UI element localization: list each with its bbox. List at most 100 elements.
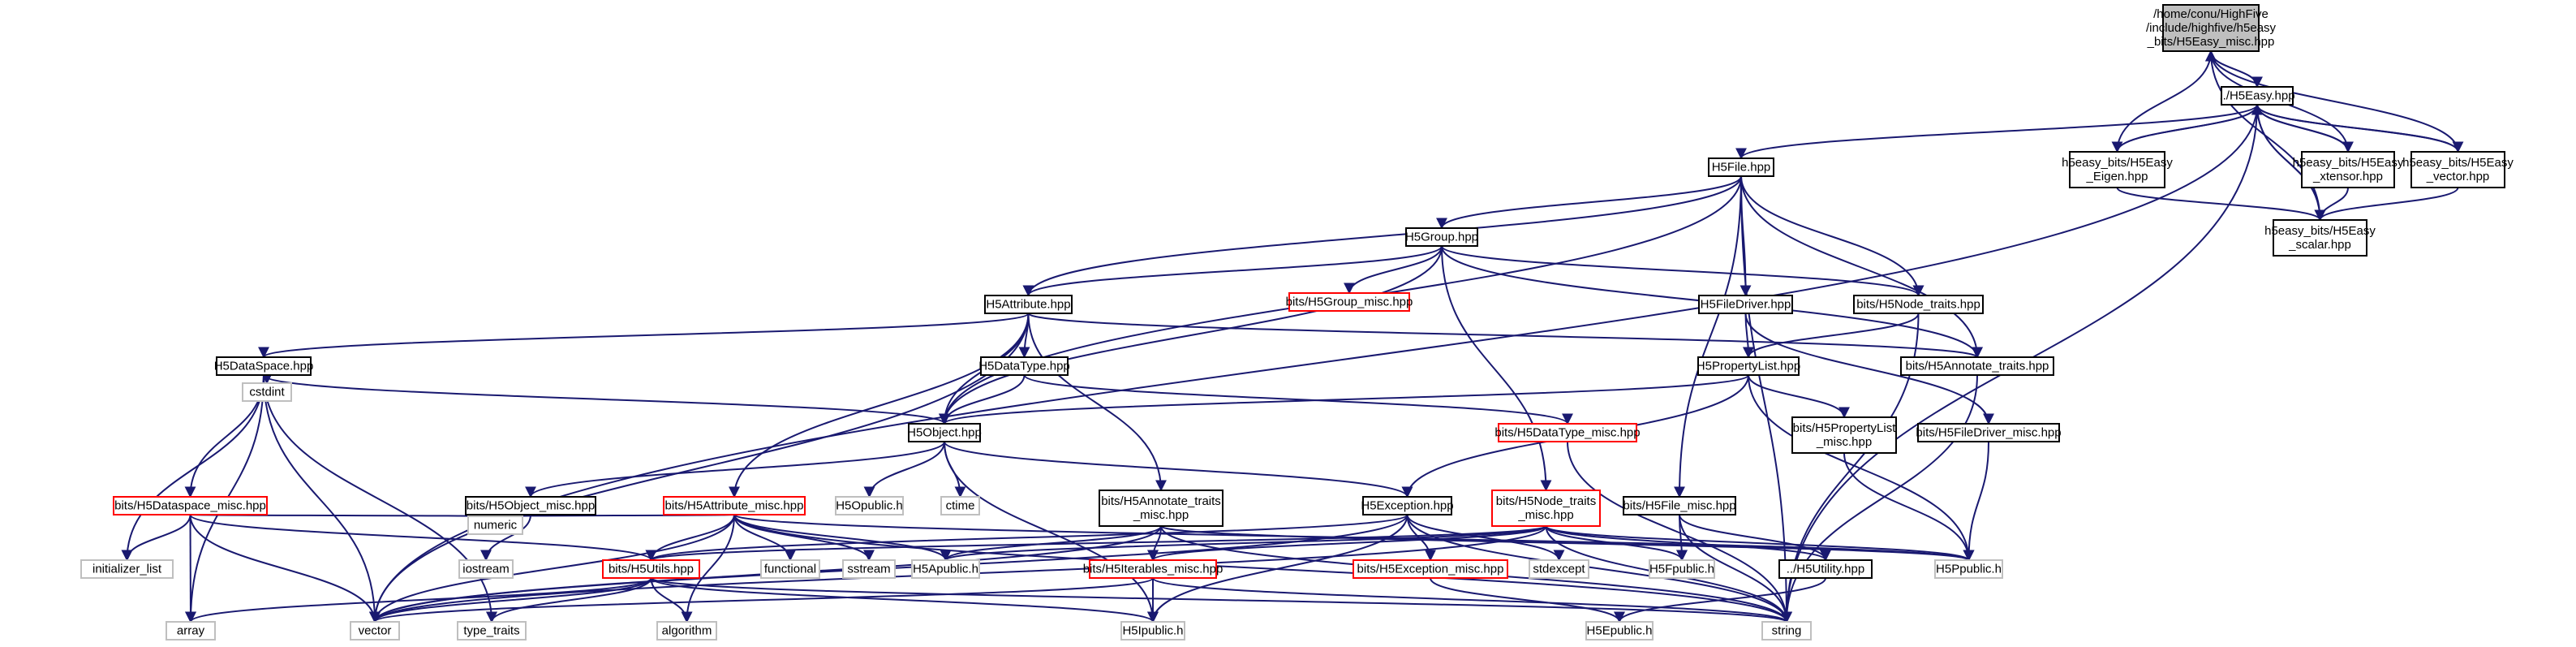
node-box bbox=[1498, 423, 1637, 442]
node-annotatetraits[interactable]: bits/H5Annotate_traits.hpp bbox=[1900, 356, 2054, 376]
node-box bbox=[242, 382, 292, 402]
node-label: bits/H5File_misc.hpp bbox=[1623, 499, 1735, 513]
node-ctime[interactable]: ctime bbox=[940, 496, 980, 515]
node-h5epublic[interactable]: H5Epublic.h bbox=[1585, 621, 1654, 641]
node-proplist[interactable]: H5PropertyList.hpp bbox=[1697, 356, 1800, 376]
node-xtensor[interactable]: h5easy_bits/H5Easy_xtensor.hpp bbox=[2293, 151, 2404, 188]
node-h5opublic[interactable]: H5Opublic.h bbox=[835, 496, 904, 515]
edge-proplist-to-h5object bbox=[939, 374, 1749, 425]
edge-datatypemisc-to-string bbox=[1567, 441, 1792, 623]
node-label: sstream bbox=[847, 563, 890, 576]
node-box bbox=[1853, 295, 1984, 314]
node-box bbox=[113, 496, 268, 515]
node-box bbox=[1623, 496, 1736, 515]
node-label: functional bbox=[764, 563, 816, 576]
node-box bbox=[984, 295, 1073, 314]
node-cstdint[interactable]: cstdint bbox=[242, 382, 292, 402]
node-label: algorithm bbox=[662, 624, 712, 638]
node-nodetraits[interactable]: bits/H5Node_traits.hpp bbox=[1853, 295, 1984, 314]
node-box bbox=[1934, 559, 2003, 579]
node-vector[interactable]: vector bbox=[350, 621, 400, 641]
node-filedrivermisc[interactable]: bits/H5FileDriver_misc.hpp bbox=[1916, 423, 2062, 442]
node-array[interactable]: array bbox=[166, 621, 216, 641]
node-box bbox=[216, 356, 312, 376]
node-h5easy[interactable]: ../H5Easy.hpp bbox=[2219, 86, 2295, 106]
node-exceptionmisc[interactable]: bits/H5Exception_misc.hpp bbox=[1353, 559, 1508, 579]
edge-h5file-to-nodetraits bbox=[1740, 175, 1924, 297]
edge-dataspacemisc-to-initlist bbox=[121, 514, 191, 562]
node-h5fpublic[interactable]: H5Fpublic.h bbox=[1649, 559, 1715, 579]
node-h5ppublic[interactable]: H5Ppublic.h bbox=[1934, 559, 2003, 579]
node-label: bits/H5Object_misc.hpp bbox=[467, 499, 595, 513]
node-functional[interactable]: functional bbox=[760, 559, 820, 579]
node-algorithm[interactable]: algorithm bbox=[656, 621, 717, 641]
node-groupmisc[interactable]: bits/H5Group_misc.hpp bbox=[1286, 292, 1413, 312]
node-box bbox=[842, 559, 896, 579]
node-label: _bits/H5Easy_misc.hpp bbox=[2147, 35, 2275, 49]
edge-h5utils-to-h5ipublic bbox=[650, 577, 1159, 623]
node-eigen[interactable]: h5easy_bits/H5Easy_Eigen.hpp bbox=[2062, 151, 2173, 188]
node-typetraits[interactable]: type_traits bbox=[457, 621, 527, 641]
node-h5apublic[interactable]: H5Apublic.h bbox=[911, 559, 980, 579]
node-iostream[interactable]: iostream bbox=[458, 559, 514, 579]
node-iterables[interactable]: bits/H5Iterables_misc.hpp bbox=[1083, 559, 1223, 579]
node-sstream[interactable]: sstream bbox=[842, 559, 896, 579]
edge-h5file-to-filemisc bbox=[1674, 175, 1742, 498]
node-propmisc[interactable]: bits/H5PropertyList_misc.hpp bbox=[1791, 416, 1897, 454]
node-objectmisc[interactable]: bits/H5Object_misc.hpp bbox=[465, 496, 596, 515]
node-label: string bbox=[1772, 624, 1802, 638]
node-label: H5FileDriver.hpp bbox=[1701, 298, 1791, 312]
node-label: cstdint bbox=[249, 386, 285, 399]
node-h5utility[interactable]: ../H5Utility.hpp bbox=[1778, 559, 1873, 579]
node-box bbox=[1405, 227, 1478, 247]
node-h5utils[interactable]: bits/H5Utils.hpp bbox=[602, 559, 700, 579]
node-attributemisc[interactable]: bits/H5Attribute_misc.hpp bbox=[663, 496, 806, 515]
node-h5dataspace[interactable]: H5DataSpace.hpp bbox=[214, 356, 314, 376]
node-label: H5Epublic.h bbox=[1587, 624, 1653, 638]
node-h5ipublic[interactable]: H5Ipublic.h bbox=[1120, 621, 1185, 641]
node-string[interactable]: string bbox=[1761, 621, 1812, 641]
node-box bbox=[908, 423, 981, 442]
node-initlist[interactable]: initializer_list bbox=[80, 559, 174, 579]
edge-filemisc-to-string bbox=[1679, 514, 1792, 623]
node-box bbox=[1778, 559, 1873, 579]
node-label: bits/H5Utils.hpp bbox=[609, 563, 694, 576]
edge-nodetraitsmisc-to-h5utility bbox=[1545, 525, 1831, 562]
node-annotatemisc[interactable]: bits/H5Annotate_traits_misc.hpp bbox=[1099, 490, 1223, 527]
node-box bbox=[1649, 559, 1715, 579]
node-h5datatype[interactable]: H5DataType.hpp bbox=[978, 356, 1070, 376]
node-h5exception[interactable]: H5Exception.hpp bbox=[1361, 496, 1454, 515]
node-label: vector bbox=[359, 624, 392, 638]
node-box bbox=[2301, 151, 2395, 188]
node-stdexcept[interactable]: stdexcept bbox=[1529, 559, 1589, 579]
node-nodetraitsmisc[interactable]: bits/H5Node_traits_misc.hpp bbox=[1491, 490, 1601, 527]
edge-h5utils-to-vector bbox=[369, 577, 652, 623]
node-h5object[interactable]: H5Object.hpp bbox=[907, 423, 982, 442]
node-label: _scalar.hpp bbox=[2288, 238, 2351, 252]
node-vectorhpp[interactable]: h5easy_bits/H5Easy_vector.hpp bbox=[2402, 151, 2514, 188]
node-box bbox=[1917, 423, 2060, 442]
node-dataspacemisc[interactable]: bits/H5Dataspace_misc.hpp bbox=[113, 496, 268, 515]
edge-h5dataspace-to-h5object bbox=[263, 374, 950, 425]
node-label: bits/H5Node_traits bbox=[1496, 494, 1596, 508]
node-h5file[interactable]: H5File.hpp bbox=[1708, 157, 1774, 177]
node-scalar[interactable]: h5easy_bits/H5Easy_scalar.hpp bbox=[2264, 219, 2376, 257]
node-filedriver[interactable]: H5FileDriver.hpp bbox=[1698, 295, 1793, 314]
node-label: bits/H5Node_traits.hpp bbox=[1856, 298, 1980, 312]
edge-eigen-to-scalar bbox=[2116, 187, 2326, 222]
node-label: bits/H5Annotate_traits.hpp bbox=[1906, 360, 2049, 373]
node-box bbox=[602, 559, 700, 579]
node-label: /home/conu/HighFive bbox=[2153, 7, 2269, 21]
node-filemisc[interactable]: bits/H5File_misc.hpp bbox=[1623, 496, 1736, 515]
edge-proplist-to-propmisc bbox=[1748, 374, 1850, 419]
node-label: stdexcept bbox=[1533, 563, 1585, 576]
node-numeric[interactable]: numeric bbox=[467, 515, 523, 535]
edge-attributemisc-to-sstream bbox=[733, 514, 875, 562]
node-box bbox=[1099, 490, 1223, 527]
node-label: H5Attribute.hpp bbox=[986, 298, 1070, 312]
node-h5group[interactable]: H5Group.hpp bbox=[1405, 227, 1478, 247]
node-box bbox=[467, 515, 523, 535]
node-h5attribute[interactable]: H5Attribute.hpp bbox=[984, 295, 1073, 314]
node-datatypemisc[interactable]: bits/H5DataType_misc.hpp bbox=[1494, 423, 1641, 442]
node-label: bits/H5Attribute_misc.hpp bbox=[665, 499, 804, 513]
